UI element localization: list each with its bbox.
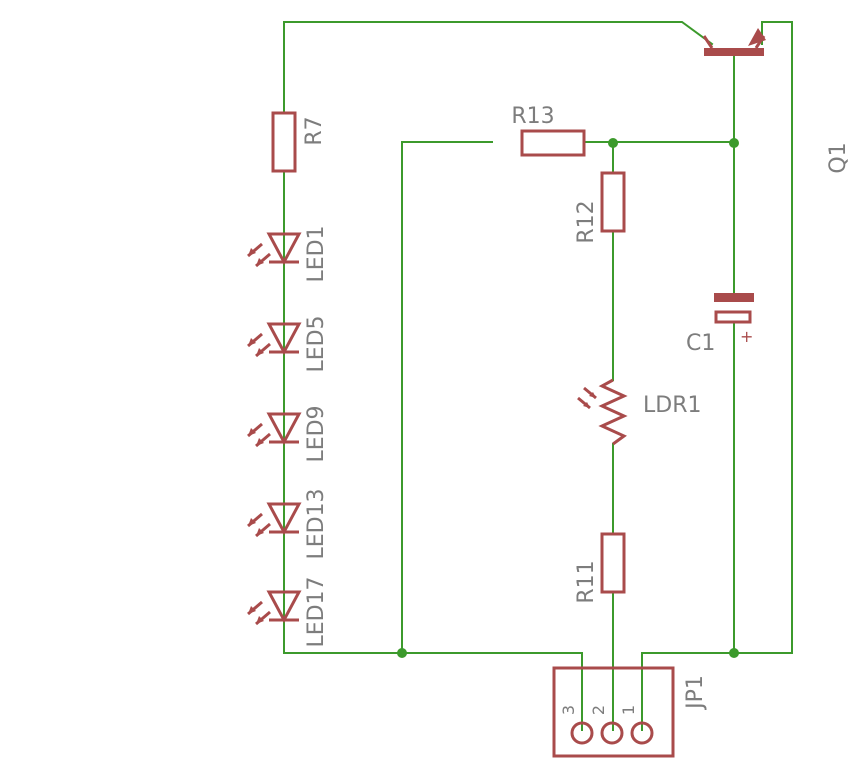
led9-label: LED9 [304,405,329,462]
led-led9: LED9 [246,405,329,463]
capacitor-c1: + C1 [686,293,754,356]
r7-label: R7 [302,116,327,145]
c1-label: C1 [686,331,715,356]
led5-label: LED5 [304,315,329,372]
resistor-r13: R13 [511,104,586,157]
led-led17: LED17 [246,576,329,648]
led-led13: LED13 [246,488,329,560]
junctions [397,138,739,658]
led1-label: LED1 [304,225,329,282]
pin-3-label: 3 [559,705,578,715]
jp1-label: JP1 [683,675,708,711]
junction-r13-r12 [608,138,618,148]
junction-bottom-right [729,648,739,658]
led-led1: LED1 [246,225,329,283]
ldr-ldr1: LDR1 [577,378,701,446]
junction-r13-c1 [729,138,739,148]
led17-label: LED17 [304,576,329,647]
led13-label: LED13 [304,488,329,559]
r13-label: R13 [511,104,554,129]
resistor-r12: R12 [574,171,626,244]
junction-bottom-left [397,648,407,658]
resistor-r7: R7 [271,111,327,173]
resistor-r11: R11 [574,532,626,604]
pin-2-label: 2 [589,705,608,715]
led-led5: LED5 [246,315,329,373]
r11-label: R11 [574,560,599,603]
pin-1-label: 1 [619,705,638,715]
q1-label: Q1 [826,142,851,173]
c1-polarity: + [740,327,753,346]
r12-label: R12 [574,200,599,243]
ldr1-label: LDR1 [643,393,701,418]
transistor-q1: Q1 [702,28,851,174]
header-jp1: 3 2 1 JP1 [552,666,708,758]
